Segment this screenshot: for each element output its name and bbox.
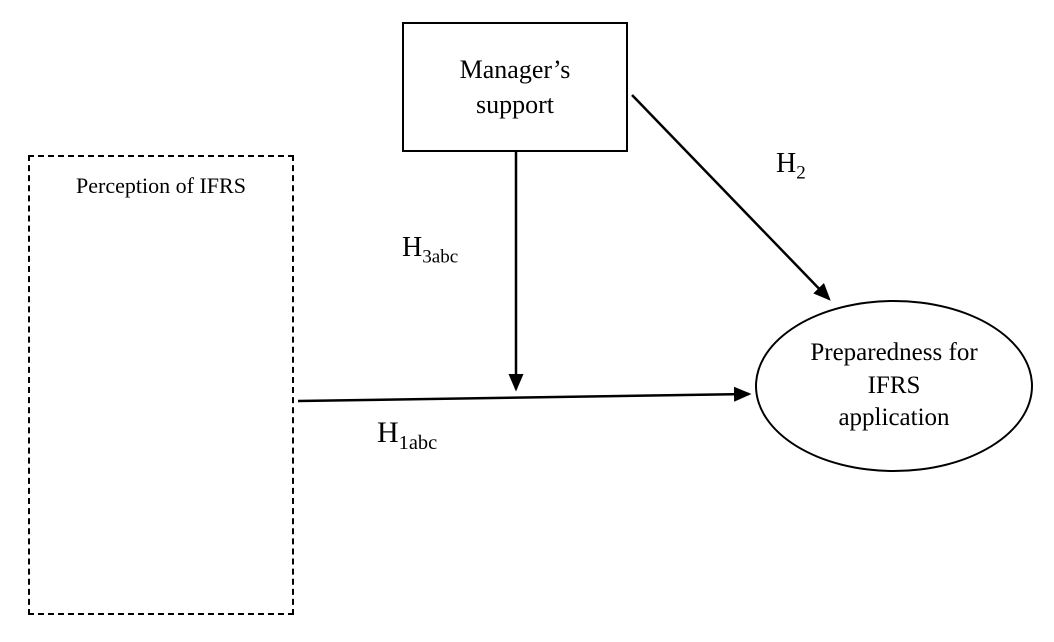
edge-label-h1abc-base: H xyxy=(377,416,399,449)
edge-label-h1abc-sub: 1abc xyxy=(398,432,438,454)
edge-label-h3abc-base: H xyxy=(402,232,423,263)
h2-arrow xyxy=(631,94,831,301)
h1abc-arrow xyxy=(297,386,752,403)
node-managers-support-label: Manager’s support xyxy=(459,54,571,119)
node-perception-of-ifrs: Perception of IFRS xyxy=(28,155,294,615)
edge-label-h2-sub: 2 xyxy=(796,162,806,184)
node-perception-of-ifrs-label: Perception of IFRS xyxy=(76,173,246,198)
node-preparedness-label: Preparedness for IFRS application xyxy=(810,339,978,432)
edge-label-h3abc-sub: 3abc xyxy=(422,246,459,268)
edge-label-h2-base: H xyxy=(776,148,797,179)
edge-label-h1abc: H1abc xyxy=(377,416,437,453)
edge-label-h2: H2 xyxy=(776,148,806,183)
node-managers-support: Manager’s support xyxy=(402,22,628,152)
node-preparedness-for-ifrs-application: Preparedness for IFRS application xyxy=(755,300,1033,472)
edge-label-h3abc: H3abc xyxy=(402,232,458,267)
